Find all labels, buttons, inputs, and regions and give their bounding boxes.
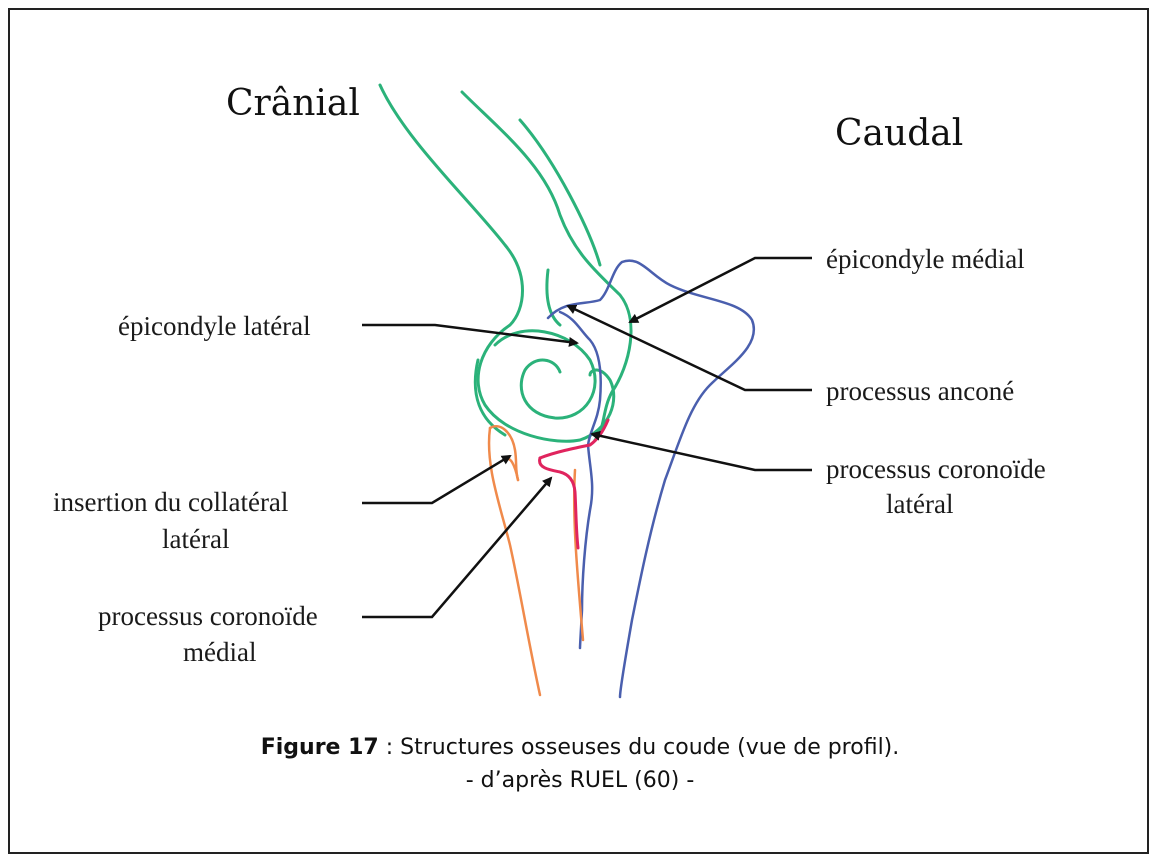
leader-epicondyle-lateral bbox=[362, 325, 577, 343]
humerus-outline bbox=[380, 85, 631, 441]
label-collateral-line1: insertion du collatéral bbox=[53, 487, 288, 517]
label-coronoid-medial-line2: médial bbox=[183, 637, 256, 667]
label-epicondyle-lateral: épicondyle latéral bbox=[118, 311, 311, 341]
label-collateral-line2: latéral bbox=[162, 524, 229, 554]
leader-processus-ancone bbox=[568, 306, 812, 390]
figure-title: : Structures osseuses du coude (vue de p… bbox=[379, 735, 900, 760]
figure-number: Figure 17 bbox=[261, 735, 379, 760]
label-coronoid-medial-line1: processus coronoïde bbox=[98, 601, 318, 631]
label-processus-ancone: processus anconé bbox=[826, 376, 1014, 406]
leader-collateral-insertion bbox=[362, 456, 510, 503]
orientation-caudal: Caudal bbox=[835, 113, 963, 154]
leader-coronoid-lateral bbox=[592, 434, 812, 470]
radius-outline bbox=[489, 426, 583, 695]
figure-caption: Figure 17 : Structures osseuses du coude… bbox=[0, 735, 1160, 760]
label-epicondyle-medial: épicondyle médial bbox=[826, 244, 1025, 274]
figure-source: - d’après RUEL (60) - bbox=[0, 768, 1160, 793]
leader-coronoid-medial bbox=[362, 478, 551, 617]
label-coronoid-lateral-line2: latéral bbox=[886, 489, 953, 519]
label-coronoid-lateral-line1: processus coronoïde bbox=[826, 454, 1046, 484]
ulna-outline bbox=[548, 261, 754, 697]
leader-epicondyle-medial bbox=[630, 258, 812, 322]
orientation-cranial: Crânial bbox=[226, 83, 360, 124]
